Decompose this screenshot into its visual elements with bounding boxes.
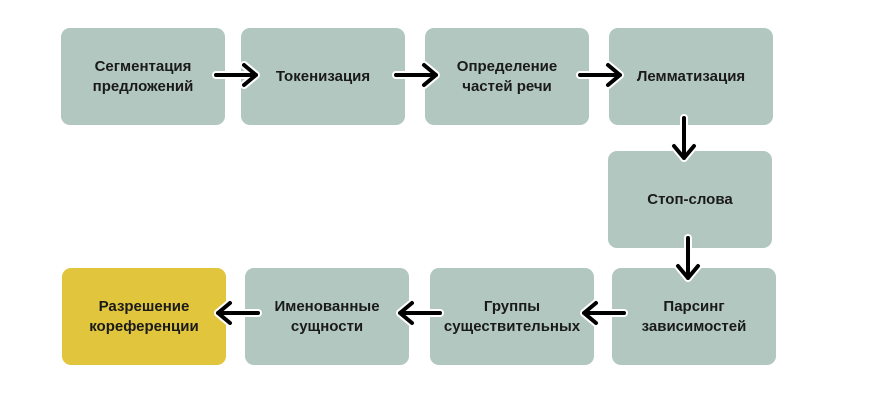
node-label: Разрешение кореференции: [89, 297, 199, 335]
node-label: Стоп-слова: [647, 190, 733, 208]
node-label: Именованные сущности: [274, 297, 380, 335]
node-pos: Определение частей речи: [425, 28, 589, 125]
arrow-left: [584, 303, 624, 323]
node-noun-groups: Группы существительных: [430, 268, 594, 365]
node-tokenization: Токенизация: [241, 28, 405, 125]
node-ner: Именованные сущности: [245, 268, 409, 365]
arrow-down: [674, 118, 694, 158]
node-label: Сегментация предложений: [92, 57, 194, 95]
arrow-down: [678, 238, 698, 278]
arrow-right: [396, 65, 436, 85]
node-label: Группы существительных: [443, 297, 581, 335]
node-label: Определение частей речи: [456, 57, 558, 95]
node-label: Лемматизация: [636, 67, 746, 85]
node-dependency: Парсинг зависимостей: [612, 268, 776, 365]
node-lemmatization: Лемматизация: [609, 28, 773, 125]
node-segmentation: Сегментация предложений: [61, 28, 225, 125]
node-label: Парсинг зависимостей: [641, 297, 747, 335]
arrow-right: [216, 65, 256, 85]
node-coref: Разрешение кореференции: [62, 268, 226, 365]
arrow-left: [400, 303, 440, 323]
arrow-left: [218, 303, 258, 323]
arrow-right: [580, 65, 620, 85]
node-label: Токенизация: [275, 67, 371, 85]
node-stopwords: Стоп-слова: [608, 151, 772, 248]
